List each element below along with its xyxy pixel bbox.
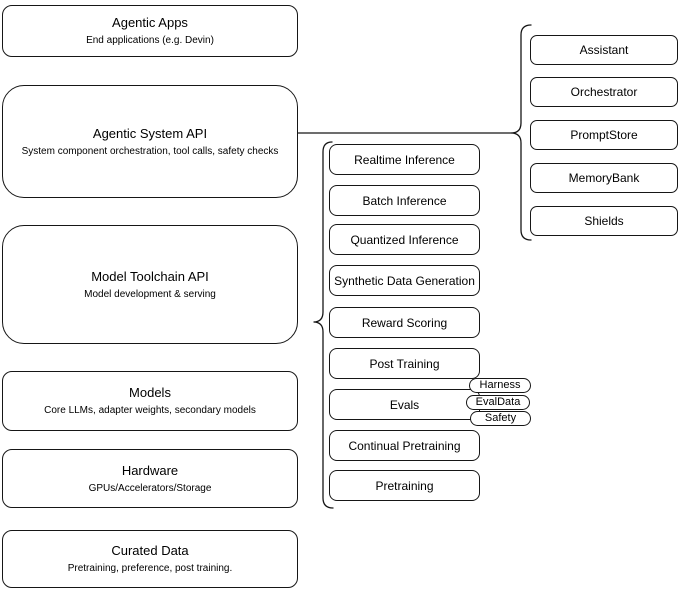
system-brace (510, 24, 532, 241)
node-label: Quantized Inference (350, 232, 459, 247)
tag-harness: Harness (469, 378, 531, 393)
node-subtitle: System component orchestration, tool cal… (21, 145, 279, 157)
tag-safety: Safety (470, 411, 531, 426)
node-label: Evals (389, 397, 420, 412)
node-subtitle: Core LLMs, adapter weights, secondary mo… (44, 405, 256, 416)
node-subtitle: Model development & serving (84, 288, 216, 300)
node-pretraining: Pretraining (329, 470, 480, 501)
node-assistant: Assistant (530, 35, 678, 65)
node-label: Post Training (369, 356, 440, 371)
toolchain-brace (313, 141, 334, 509)
node-realtime-inference: Realtime Inference (329, 144, 480, 175)
tag-label: EvalData (475, 396, 521, 408)
node-batch-inference: Batch Inference (329, 185, 480, 216)
node-label: Continual Pretraining (348, 438, 461, 453)
tag-evaldata: EvalData (466, 395, 530, 410)
node-continual-pretraining: Continual Pretraining (329, 430, 480, 461)
node-label: Synthetic Data Generation (334, 273, 475, 288)
node-agentic-system-api: Agentic System API System component orch… (2, 85, 298, 198)
node-title: Model Toolchain API (91, 268, 209, 284)
node-models: Models Core LLMs, adapter weights, secon… (2, 371, 298, 431)
node-label: Assistant (579, 43, 629, 57)
node-synthetic-data-generation: Synthetic Data Generation (329, 265, 480, 296)
node-title: Agentic Apps (112, 15, 188, 30)
node-label: Batch Inference (362, 193, 447, 208)
node-orchestrator: Orchestrator (530, 77, 678, 107)
node-promptstore: PromptStore (530, 120, 678, 150)
node-subtitle: GPUs/Accelerators/Storage (88, 482, 212, 494)
node-shields: Shields (530, 206, 678, 236)
node-label: Reward Scoring (361, 315, 448, 330)
tag-label: Harness (479, 379, 521, 391)
node-subtitle: End applications (e.g. Devin) (86, 35, 214, 46)
node-quantized-inference: Quantized Inference (329, 224, 480, 255)
node-label: Pretraining (375, 478, 434, 493)
node-label: PromptStore (570, 128, 638, 142)
node-agentic-apps: Agentic Apps End applications (e.g. Devi… (2, 5, 298, 57)
node-model-toolchain-api: Model Toolchain API Model development & … (2, 225, 298, 344)
node-curated-data: Curated Data Pretraining, preference, po… (2, 530, 298, 588)
node-hardware: Hardware GPUs/Accelerators/Storage (2, 449, 298, 508)
node-title: Hardware (121, 462, 179, 478)
node-post-training: Post Training (329, 348, 480, 379)
node-reward-scoring: Reward Scoring (329, 307, 480, 338)
node-label: MemoryBank (568, 171, 640, 185)
tag-label: Safety (484, 412, 517, 424)
node-evals: Evals (329, 389, 480, 420)
node-label: Shields (584, 214, 624, 228)
node-memorybank: MemoryBank (530, 163, 678, 193)
node-subtitle: Pretraining, preference, post training. (67, 563, 233, 574)
node-title: Models (129, 385, 171, 400)
node-title: Curated Data (111, 543, 189, 558)
node-label: Realtime Inference (354, 152, 455, 167)
node-label: Orchestrator (570, 85, 638, 99)
node-title: Agentic System API (92, 125, 208, 141)
